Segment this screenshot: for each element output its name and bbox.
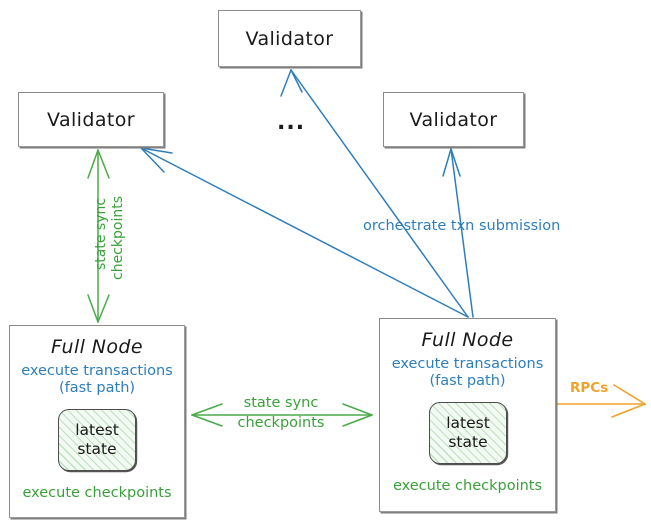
validators-ellipsis: ... [277,110,306,135]
validator-right-label: Validator [409,108,498,131]
validator-left-label: Validator [47,108,135,131]
fullnode-right-state-line1: latest [446,414,490,432]
validator-right-box[interactable]: Validator [383,92,524,147]
fullnode-right-green-label: execute checkpoints [392,478,543,494]
fullnode-left-state-line1: latest [75,421,119,439]
fullnode-right-state-text: latest state [430,414,506,452]
fullnode-right-state-line2: state [448,433,488,451]
orchestrate-txn-submission-label: orchestrate txn submission [363,218,561,234]
validator-top-box[interactable]: Validator [218,10,361,67]
rpcs-label: RPCs [570,380,609,396]
fullnode-right-box[interactable]: Full Node execute transactions (fast pat… [379,318,556,512]
fullnode-right-state-box: latest state [429,402,507,464]
fullnode-left-state-line2: state [77,440,117,458]
fullnode-left-green-label: execute checkpoints [22,485,172,501]
fullnode-right-blue-line1: execute transactions [391,356,544,372]
fullnode-right-title: Full Node [421,329,514,351]
fullnode-left-blue-line1: execute transactions [21,363,173,379]
fullnode-left-title: Full Node [51,336,143,358]
state-sync-vertical-label-line1: state sync [93,197,109,270]
fullnode-right-blue-line2: (fast path) [429,373,506,389]
state-sync-horizontal-label-line1: state sync [243,395,319,411]
fullnode-left-state-text: latest state [59,421,135,459]
state-sync-horizontal-label-line2: checkpoints [237,415,325,431]
state-sync-vertical-label-line2: checkpoints [110,196,126,280]
fullnode-left-blue-line2: (fast path) [58,380,136,396]
validator-top-label: Validator [245,27,334,50]
validator-left-box[interactable]: Validator [18,92,164,147]
fullnode-left-state-box: latest state [58,409,136,471]
fullnode-left-box[interactable]: Full Node execute transactions (fast pat… [9,325,185,518]
